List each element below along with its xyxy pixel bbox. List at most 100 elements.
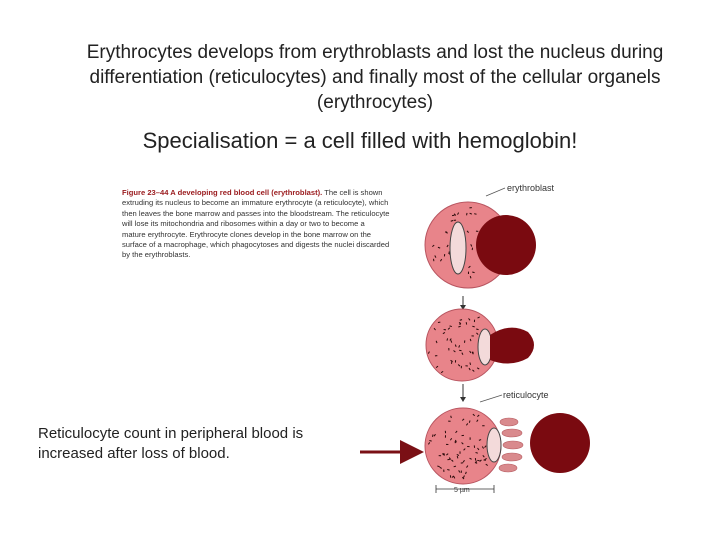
cell-speckle xyxy=(454,344,457,347)
cell-speckle xyxy=(469,338,472,342)
cell-speckle xyxy=(442,453,446,456)
cell-speckle xyxy=(455,430,458,434)
cell-speckle xyxy=(461,352,464,355)
cell-speckle xyxy=(477,447,480,451)
cell-speckle xyxy=(472,369,475,372)
cell-speckle xyxy=(484,445,487,448)
cell-speckle xyxy=(465,322,468,325)
figure-caption-body: The cell is shown extruding its nucleus … xyxy=(122,188,390,260)
cell-speckle xyxy=(469,350,472,354)
scale-label: 5 µm xyxy=(454,487,470,494)
reticulocyte-speckles xyxy=(428,413,489,480)
cell-speckle xyxy=(475,452,478,454)
cell-speckle xyxy=(447,327,451,330)
cell-speckle xyxy=(483,459,486,461)
cell-speckle xyxy=(469,457,472,460)
cell-speckle xyxy=(439,466,442,469)
reticulocyte-label: reticulocyte xyxy=(503,390,549,400)
cell-speckle xyxy=(484,458,487,461)
cell-speckle xyxy=(443,253,446,257)
cell-speckle xyxy=(449,475,452,478)
cell-speckle xyxy=(443,469,445,472)
cell-speckle xyxy=(476,419,479,422)
cell-speckle xyxy=(482,425,485,427)
cell-speckle xyxy=(467,271,469,274)
cell-speckle xyxy=(431,244,435,247)
cell-speckle xyxy=(456,454,460,456)
cell-speckle xyxy=(458,345,461,348)
cell-speckle xyxy=(477,459,480,462)
cell-speckle xyxy=(454,439,457,443)
cell-speckle xyxy=(444,430,447,434)
cell-speckle xyxy=(469,362,472,365)
cell-speckle xyxy=(469,207,472,209)
cell-speckle xyxy=(465,423,469,426)
cell-speckle xyxy=(437,246,441,249)
cell-speckle xyxy=(442,332,446,335)
cell-speckle xyxy=(432,434,434,437)
cell-speckle xyxy=(460,365,462,369)
reticulocyte-membrane-fold xyxy=(486,427,502,463)
cell-speckle xyxy=(479,459,482,462)
cell-speckle xyxy=(451,475,455,478)
cell-speckle xyxy=(461,418,465,421)
extrusion-nucleus-fold xyxy=(477,328,493,366)
cell-speckle xyxy=(457,364,461,367)
cell-speckle xyxy=(461,442,464,445)
cell-speckle xyxy=(469,437,471,440)
macrophage-processes xyxy=(498,417,524,473)
cell-speckle xyxy=(472,271,475,274)
cell-speckle xyxy=(471,247,473,251)
cell-speckle xyxy=(476,367,480,370)
cell-speckle xyxy=(453,475,456,479)
cell-speckle xyxy=(469,212,472,215)
figure-caption: Figure 23–44 A developing red blood cell… xyxy=(122,188,390,261)
cell-speckle xyxy=(444,435,446,438)
cell-speckle xyxy=(446,338,449,341)
cell-speckle xyxy=(459,451,461,454)
cell-speckle xyxy=(466,212,468,216)
cell-speckle xyxy=(450,340,453,343)
cell-speckle xyxy=(469,275,472,279)
headline: Specialisation = a cell filled with hemo… xyxy=(142,128,578,153)
intro-text: Erythrocytes develops from erythroblasts… xyxy=(86,42,664,113)
cell-speckle xyxy=(464,340,466,343)
cell-speckle xyxy=(477,414,480,418)
cell-speckle xyxy=(444,231,448,234)
erythroblast-nucleus xyxy=(476,215,536,275)
cell-speckle xyxy=(451,459,454,462)
cell-speckle xyxy=(478,439,482,441)
figure-label: Figure 23–44 A developing red blood cell… xyxy=(122,188,323,197)
cell-speckle xyxy=(465,471,467,475)
cell-speckle xyxy=(476,332,479,335)
cell-speckle xyxy=(465,365,468,367)
cell-speckle xyxy=(446,244,449,248)
cell-speckle xyxy=(449,437,453,441)
scale-bar: 5 µm xyxy=(435,485,495,494)
cell-speckle xyxy=(481,446,485,449)
cell-speckle xyxy=(438,455,442,457)
cell-speckle xyxy=(468,420,471,423)
cell-speckle xyxy=(467,446,470,448)
cell-speckle xyxy=(475,230,479,232)
cell-speckle xyxy=(440,370,444,374)
cell-speckle xyxy=(482,455,485,458)
cell-speckle xyxy=(458,325,461,328)
cell-speckle xyxy=(468,367,471,371)
cell-speckle xyxy=(445,443,449,445)
cell-speckle xyxy=(457,212,460,215)
cell-speckle xyxy=(462,459,465,463)
cell-speckle xyxy=(468,265,471,269)
cell-speckle xyxy=(453,219,457,221)
cell-speckle xyxy=(475,460,477,463)
cell-speckle xyxy=(449,325,452,328)
cell-speckle xyxy=(453,465,457,468)
cell-speckle xyxy=(461,434,464,437)
cell-speckle xyxy=(449,338,452,341)
cell-speckle xyxy=(472,413,476,417)
extrusion-nucleus xyxy=(490,327,534,364)
cell-speckle xyxy=(485,463,489,466)
cell-speckle xyxy=(447,458,450,461)
reticulocyte-note: Reticulocyte count in peripheral blood i… xyxy=(38,425,304,462)
